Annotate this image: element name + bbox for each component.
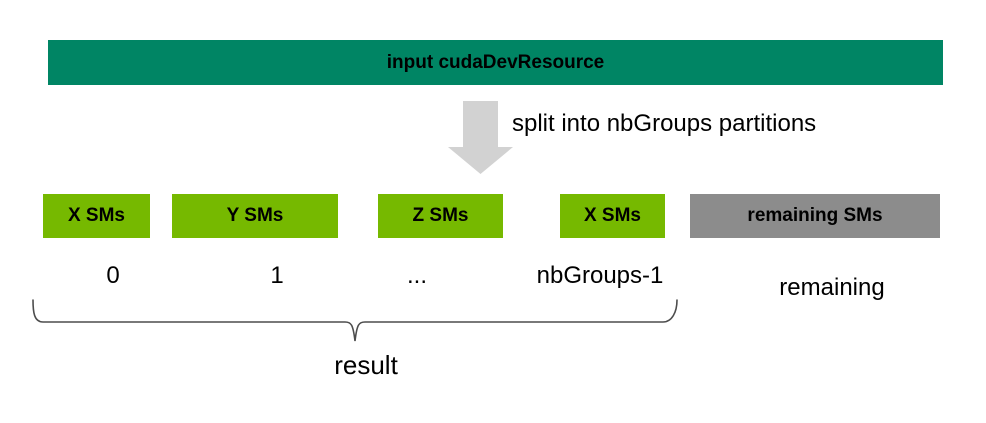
partition-index-1: 1 bbox=[270, 262, 284, 289]
partition-box-1-label: Y SMs bbox=[226, 205, 284, 226]
partition-box-remaining: remaining SMs bbox=[690, 194, 940, 238]
partition-box-2-label: Z SMs bbox=[412, 205, 469, 226]
partition-box-1: Y SMs bbox=[172, 194, 338, 238]
partition-box-0-label: X SMs bbox=[67, 205, 126, 226]
input-resource-banner: input cudaDevResource bbox=[48, 40, 943, 85]
partition-box-remaining-label: remaining SMs bbox=[747, 205, 883, 226]
partition-index-nbgroups: nbGroups-1 bbox=[536, 262, 664, 289]
partition-box-2: Z SMs bbox=[378, 194, 503, 238]
partition-box-3-label: X SMs bbox=[583, 205, 642, 226]
partition-index-ellipsis: ... bbox=[406, 262, 428, 289]
partition-index-0: 0 bbox=[106, 262, 120, 289]
split-annotation: split into nbGroups partitions bbox=[512, 110, 817, 137]
result-label: result bbox=[334, 350, 398, 380]
result-brace bbox=[32, 299, 678, 342]
partition-box-3: X SMs bbox=[560, 194, 665, 238]
partition-index-remaining: remaining bbox=[779, 274, 885, 301]
down-arrow-icon bbox=[448, 101, 513, 174]
partition-box-0: X SMs bbox=[43, 194, 150, 238]
